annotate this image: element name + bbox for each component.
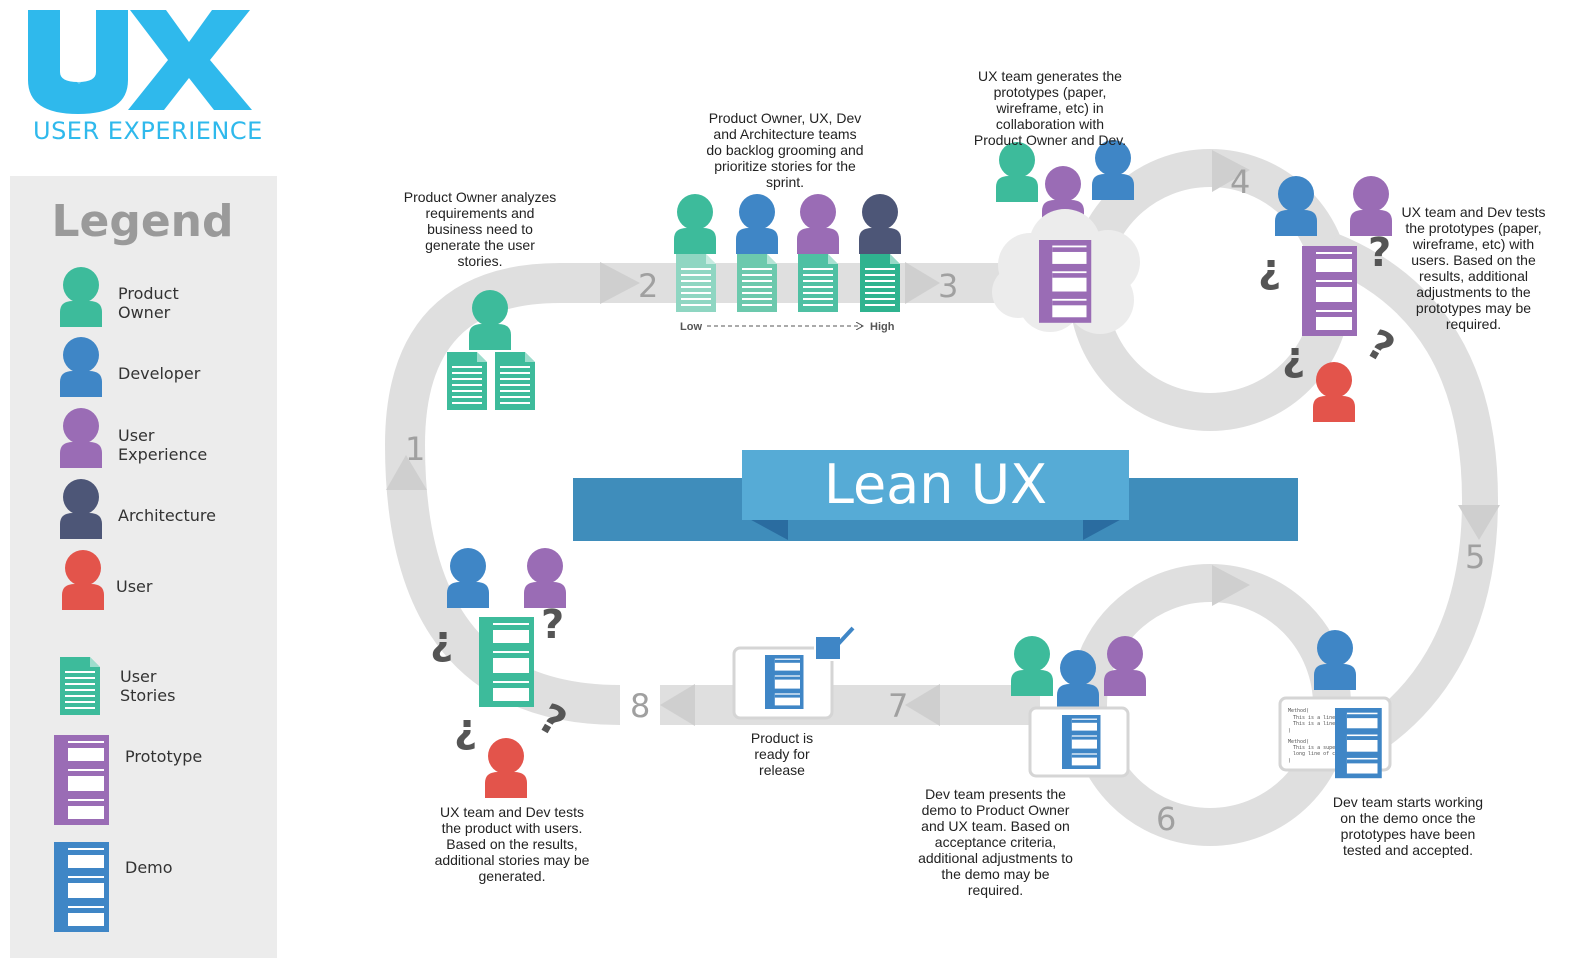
svg-text:This is a super: This is a super <box>1293 745 1338 751</box>
svg-text:This is a line of code: This is a line of code <box>1293 721 1359 727</box>
step-number-2: 2 <box>638 267 658 305</box>
code-lines: Method( This is a line of code This is a… <box>1288 708 1359 764</box>
arrowhead-cycle-top <box>1212 150 1250 192</box>
step3-description: UX team generates the prototypes (paper,… <box>973 68 1127 148</box>
svg-text:¿: ¿ <box>430 618 453 664</box>
user-icon <box>1313 362 1355 422</box>
legend-label-demo: Demo <box>125 858 173 877</box>
step1-description: Product Owner analyzes requirements and … <box>403 189 557 269</box>
legend-panel <box>10 176 277 958</box>
step8-icons: ? ¿ ¿ ? <box>430 548 574 798</box>
step-number-5: 5 <box>1465 538 1485 576</box>
step-number-8: 8 <box>630 687 650 725</box>
user-icon <box>485 738 527 798</box>
priority-high: High <box>870 321 895 333</box>
user-experience-icon <box>524 548 566 608</box>
prototype-icon <box>479 617 534 707</box>
step-number-6: 6 <box>1156 800 1176 838</box>
arrowhead-step8 <box>660 684 695 726</box>
demo-icon <box>1062 715 1101 769</box>
developer-icon <box>736 194 778 254</box>
legend-label-user: User <box>116 577 153 596</box>
user-story-icon <box>495 352 535 410</box>
logo-letter-u <box>28 10 128 114</box>
svg-text:?: ? <box>541 602 564 648</box>
track-arrows <box>386 150 1500 726</box>
banner-title: Lean UX <box>823 453 1048 516</box>
svg-text:¿: ¿ <box>1282 334 1305 380</box>
arrowhead-step2 <box>600 262 640 304</box>
svg-text:This is a line of code: This is a line of code <box>1293 715 1359 721</box>
user-experience-icon <box>1350 176 1392 236</box>
arrowhead-step1 <box>386 455 427 490</box>
product-owner-icon <box>674 194 716 254</box>
arrowhead-step3 <box>905 262 940 304</box>
step5-description: Dev team starts working on the demo once… <box>1332 794 1484 858</box>
step6-description: Dev team presents the demo to Product Ow… <box>918 786 1073 898</box>
track-right-s <box>1322 233 1499 777</box>
svg-text:Method(: Method( <box>1288 739 1309 745</box>
architecture-icon <box>859 194 901 254</box>
arrowhead-cycle-bottom <box>1212 565 1250 606</box>
step3-icons <box>992 140 1140 334</box>
user-story-icon <box>860 254 900 312</box>
svg-text:): ) <box>1288 728 1291 734</box>
step-number-1: 1 <box>405 430 425 468</box>
product-owner-icon <box>996 142 1038 202</box>
arrowhead-step5 <box>1458 505 1500 540</box>
step-number-7: 7 <box>888 687 908 725</box>
priority-low: Low <box>680 321 702 333</box>
product-owner-icon <box>1011 636 1053 696</box>
legend-label-developer: Developer <box>118 364 201 383</box>
legend-label-user-experience: User Experience <box>118 426 208 464</box>
step-number-3: 3 <box>938 267 958 305</box>
demo-icon <box>765 655 804 709</box>
legend-label-prototype: Prototype <box>125 747 203 766</box>
developer-icon <box>1092 140 1134 200</box>
svg-text:¿: ¿ <box>454 706 477 752</box>
prototype-icon <box>1302 246 1357 336</box>
svg-text:): ) <box>1288 758 1291 764</box>
ux-logo <box>28 10 252 114</box>
step7-description: Product is ready for release <box>750 730 814 778</box>
step5-icons: Method( This is a line of code This is a… <box>1278 630 1392 779</box>
svg-text:?: ? <box>1368 230 1391 276</box>
legend-title: Legend <box>51 196 234 247</box>
step8-description: UX team and Dev tests the product with u… <box>434 804 590 884</box>
developer-icon <box>447 548 489 608</box>
check-mark-icon <box>816 626 855 658</box>
user-story-icon <box>737 254 777 312</box>
user-story-icon <box>798 254 838 312</box>
arrowhead-step7 <box>905 684 940 726</box>
legend-label-architecture: Architecture <box>118 506 216 525</box>
step-number-4: 4 <box>1230 163 1250 201</box>
step2-icons: Low High <box>674 194 901 333</box>
legend-label-user-stories: User Stories <box>120 667 176 705</box>
svg-text:long line of code: long line of code <box>1293 751 1344 757</box>
svg-text:Method(: Method( <box>1288 708 1309 714</box>
step2-description: Product Owner, UX, Dev and Architecture … <box>706 110 864 190</box>
demo-icon <box>1335 708 1382 779</box>
user-experience-icon <box>797 194 839 254</box>
user-story-icon <box>447 352 487 410</box>
user-story-icon <box>676 254 716 312</box>
step7-icons <box>732 626 855 720</box>
lean-ux-banner <box>573 450 1298 541</box>
prototype-icon <box>1039 240 1092 323</box>
tie-icon <box>62 38 96 84</box>
step-numbers: 1 2 3 4 5 6 7 8 <box>405 163 1485 838</box>
step4-description: UX team and Dev tests the prototypes (pa… <box>1401 204 1546 332</box>
svg-text:¿: ¿ <box>1258 246 1281 292</box>
step6-icons <box>1011 636 1146 778</box>
legend-label-product-owner: Product Owner <box>118 284 179 322</box>
logo-letter-x <box>128 10 252 110</box>
logo-wordmark: USER EXPERIENCE <box>33 117 263 145</box>
